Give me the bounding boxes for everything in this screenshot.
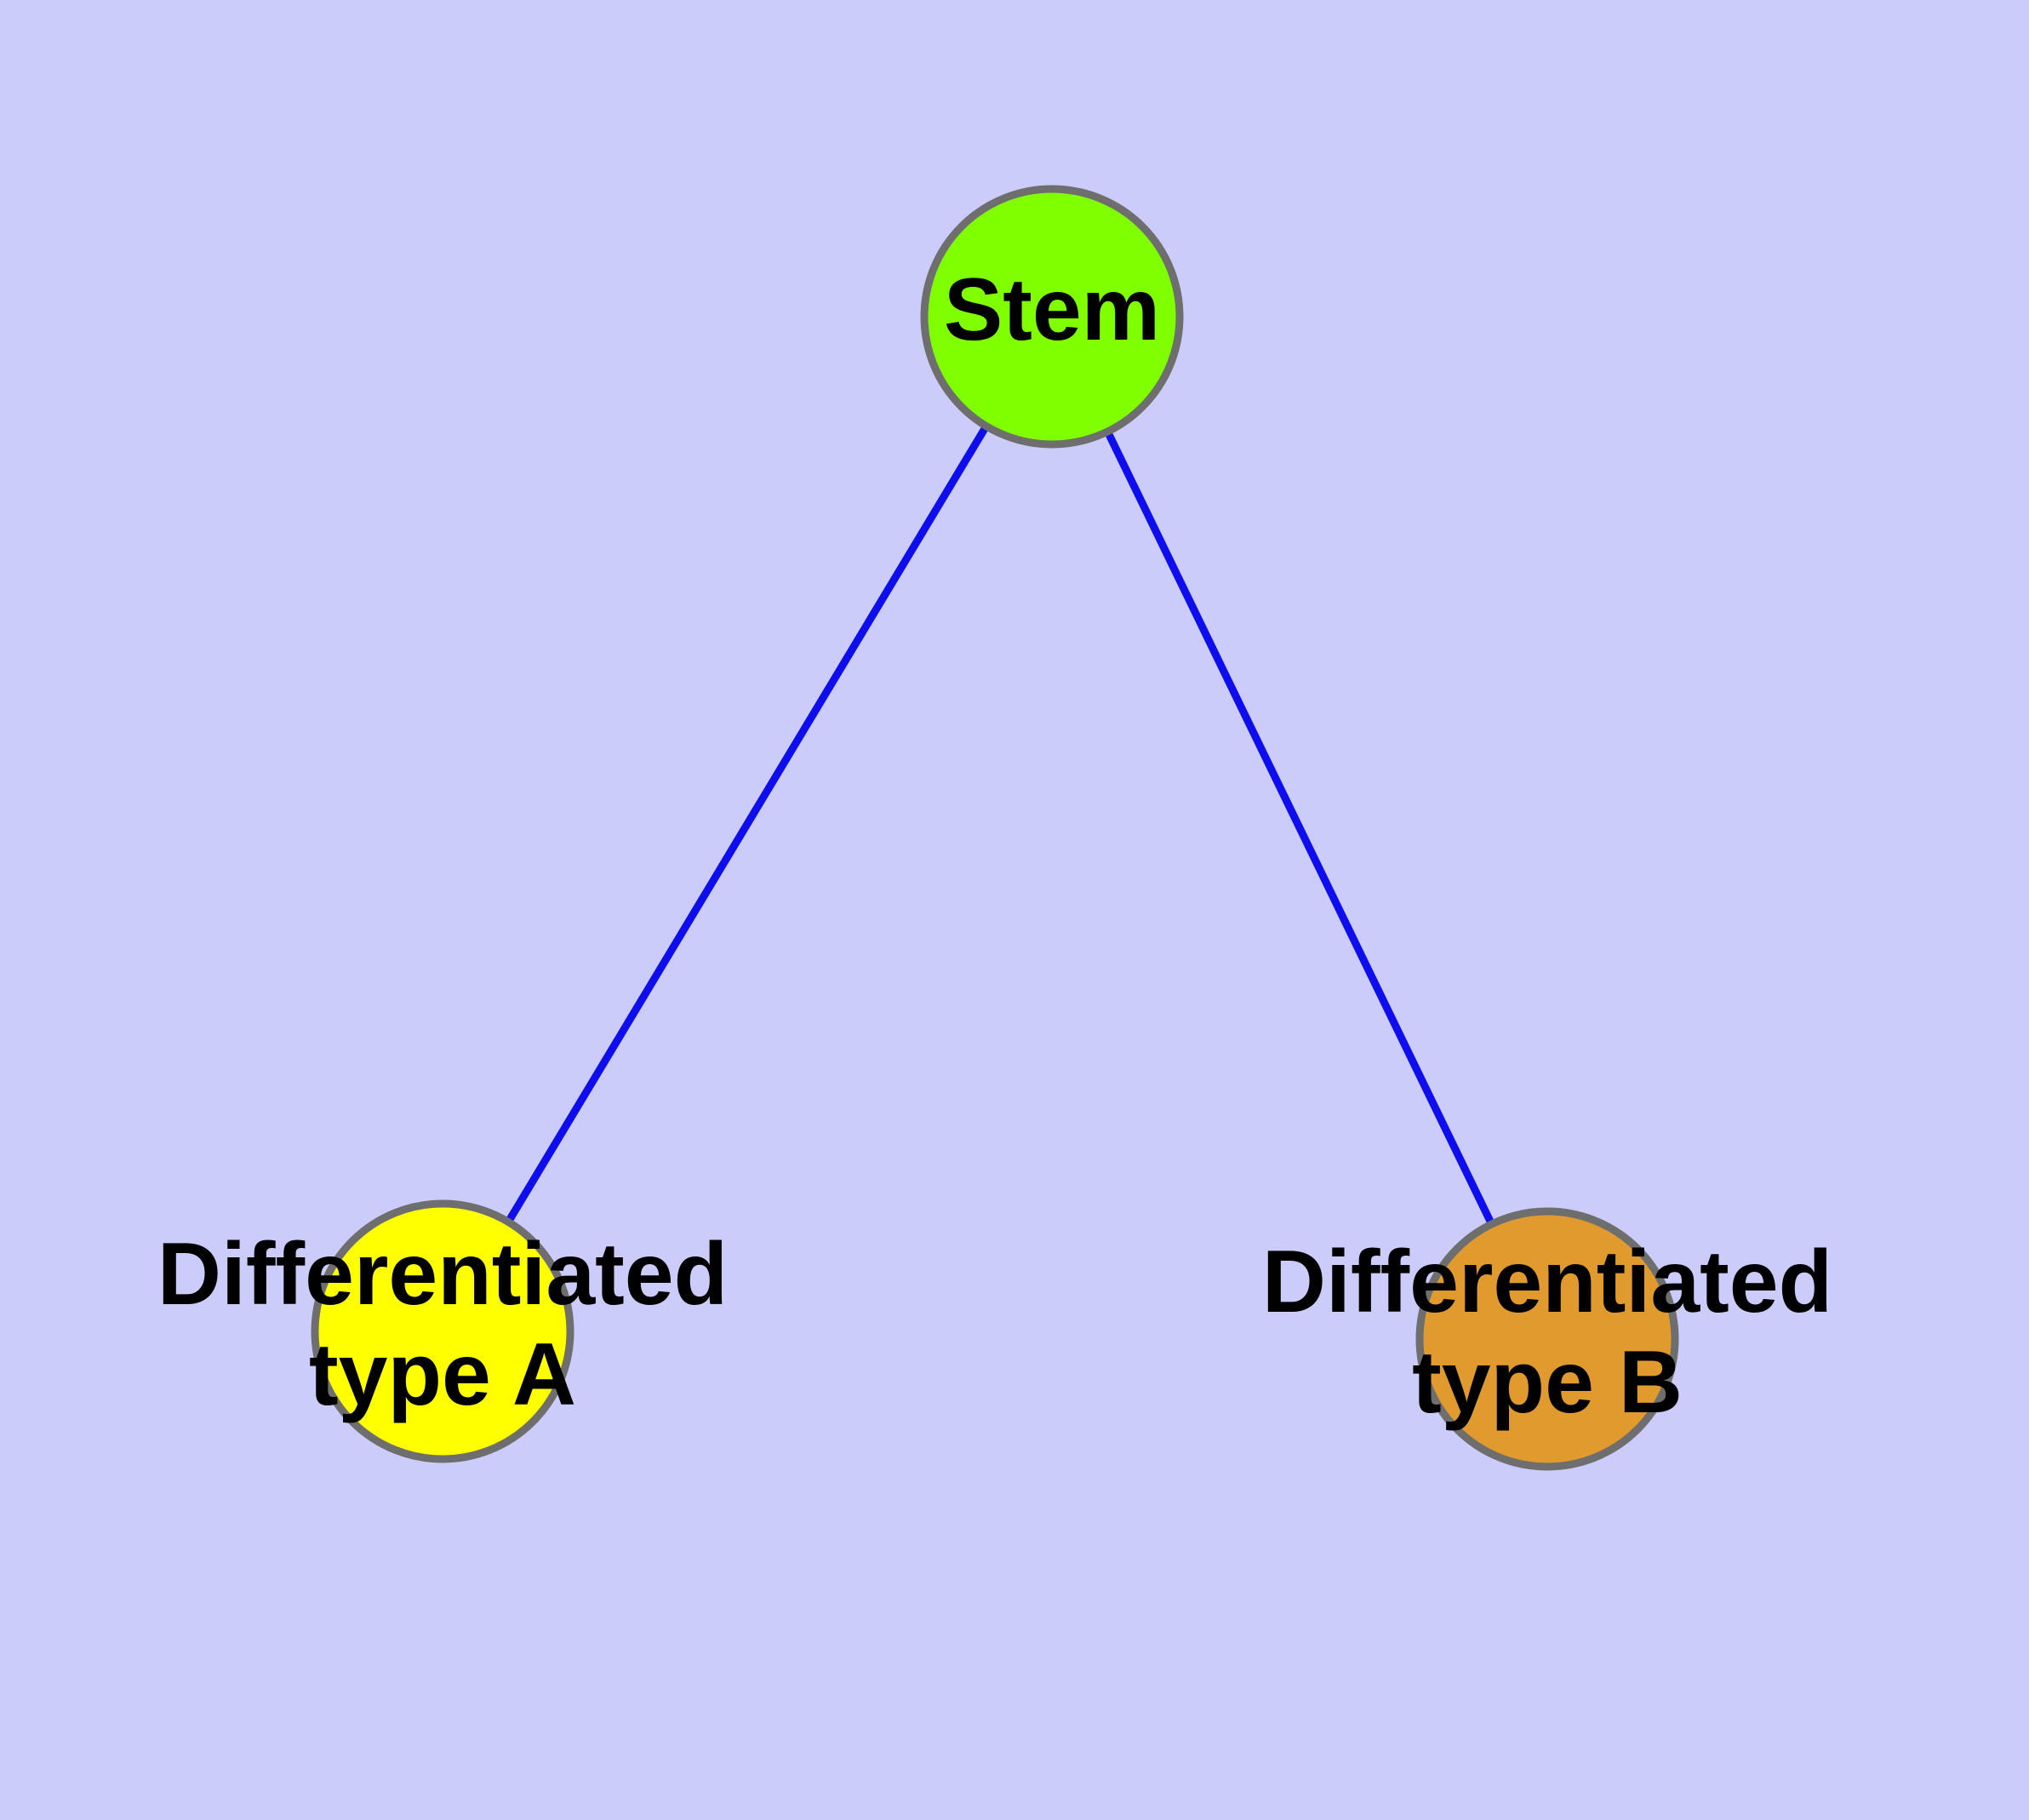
graph-edge (503, 421, 992, 1227)
graph-node-stem[interactable] (920, 185, 1184, 449)
edges-layer (503, 421, 1496, 1228)
graph-edge (1103, 427, 1496, 1228)
graph-node-diff-b[interactable] (1415, 1207, 1679, 1471)
node-label-line: Differentiated (157, 1225, 728, 1324)
nodes-layer (311, 185, 1679, 1471)
node-label-line: Stem (944, 260, 1160, 359)
node-label-stem: Stem (944, 260, 1160, 359)
node-label-line: Differentiated (1262, 1233, 1832, 1331)
node-label-line: type A (309, 1325, 576, 1424)
node-label-line: type B (1412, 1333, 1683, 1432)
graph-node-diff-a[interactable] (311, 1199, 574, 1463)
